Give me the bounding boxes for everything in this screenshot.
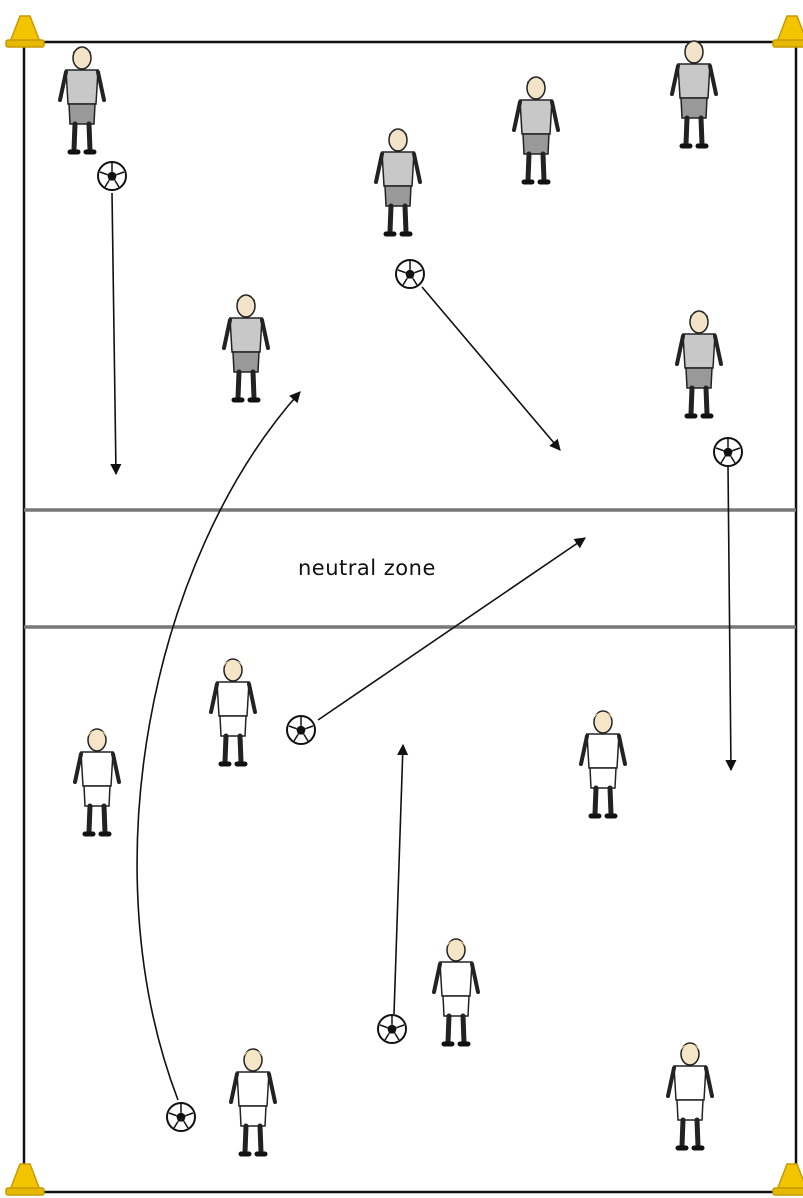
player-icon	[677, 311, 721, 416]
player-icon	[60, 47, 104, 152]
player-icon	[672, 41, 716, 146]
player-icon	[668, 1043, 712, 1148]
pass-arrow	[110, 192, 122, 476]
ball-icon	[713, 437, 743, 467]
field-boundary	[22, 40, 798, 1194]
pass-arrow	[421, 286, 561, 451]
neutral-zone-label: neutral zone	[298, 556, 436, 580]
ball-icon	[377, 1014, 407, 1044]
player-icon	[75, 729, 119, 834]
cone-icon	[5, 1163, 45, 1196]
player-icon	[231, 1049, 275, 1154]
player-icon	[376, 129, 420, 234]
cone-icon	[772, 1163, 803, 1196]
cone-icon	[5, 15, 45, 48]
ball-icon	[395, 259, 425, 289]
player-icon	[224, 295, 268, 400]
pass-arrow	[393, 743, 409, 1015]
ball-icon	[286, 715, 316, 745]
pass-arrow	[317, 537, 586, 721]
pass-arrow	[725, 465, 737, 772]
player-icon	[514, 77, 558, 182]
player-icon	[581, 711, 625, 816]
curved-pass-arrow	[136, 391, 301, 1101]
cone-icon	[772, 15, 803, 48]
ball-icon	[97, 161, 127, 191]
player-icon	[434, 939, 478, 1044]
ball-icon	[166, 1102, 196, 1132]
player-icon	[211, 659, 255, 764]
